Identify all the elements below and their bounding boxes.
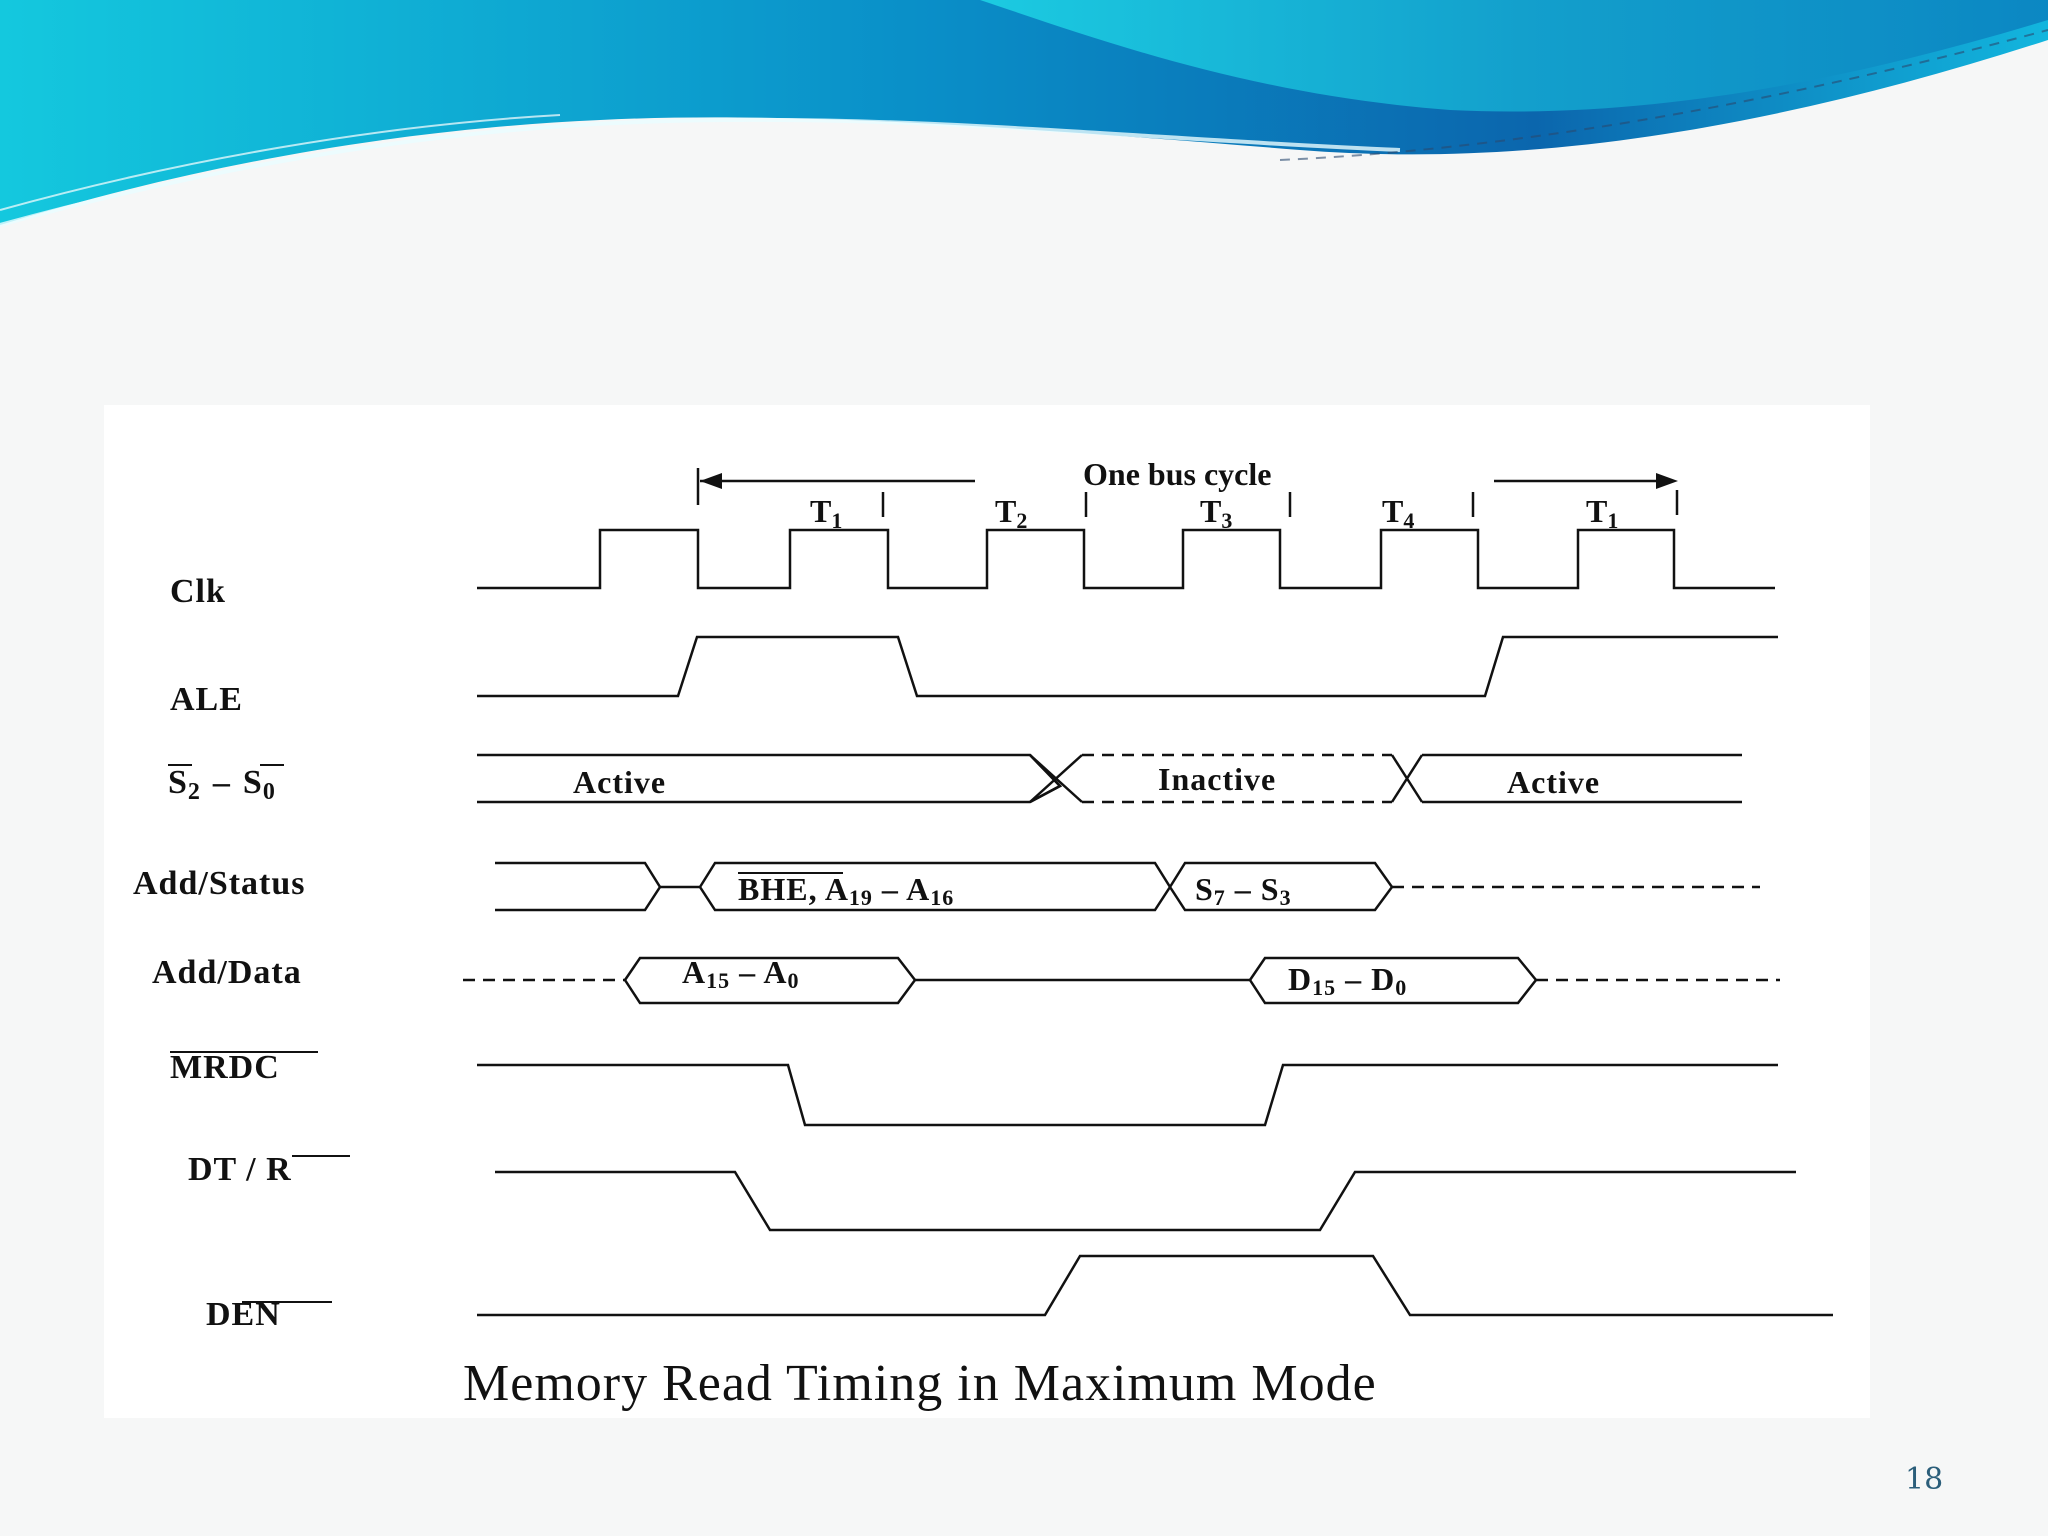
- den-waveform: [477, 1254, 1833, 1317]
- t-state-label: T3: [1200, 493, 1232, 533]
- signal-label-status: S2–S0: [168, 764, 276, 805]
- signal-label-dtr: DT / R: [188, 1151, 292, 1188]
- t-state-labels: T1 T2 T3 T4 T1: [810, 492, 1618, 533]
- add-data-segment-data: D15 – D0: [1288, 961, 1407, 1000]
- clk-waveform: [477, 528, 1775, 590]
- slide-number: 18: [1905, 1462, 1944, 1497]
- status-segment-active: Active: [573, 764, 666, 800]
- signal-label-add-status: Add/Status: [133, 865, 306, 902]
- status-segment-inactive: Inactive: [1158, 761, 1276, 797]
- dtr-waveform: [495, 1170, 1796, 1232]
- add-status-segment-s7: S7 – S3: [1195, 871, 1292, 910]
- ale-waveform: [477, 635, 1778, 698]
- signal-label-add-data: Add/Data: [152, 954, 302, 991]
- add-data-segment-address: A15 – A0: [682, 954, 799, 993]
- t-state-label: T4: [1382, 493, 1414, 533]
- signal-label-mrdc: MRDC: [170, 1049, 280, 1086]
- status-bus: Active Inactive Active: [477, 753, 1742, 804]
- diagram-caption: Memory Read Timing in Maximum Mode: [463, 1355, 1377, 1412]
- status-segment-active: Active: [1507, 764, 1600, 800]
- add-status-bus: BHE, A19 – A16 S7 – S3: [495, 861, 1760, 912]
- signal-label-clk: Clk: [170, 573, 226, 610]
- add-data-bus: A15 – A0 D15 – D0: [463, 954, 1780, 1005]
- bus-cycle-marker: One bus cycle: [696, 456, 1679, 515]
- mrdc-waveform: [477, 1063, 1778, 1127]
- signal-label-ale: ALE: [170, 681, 243, 718]
- t-state-label: T1: [810, 493, 842, 533]
- add-status-segment-bhe: BHE, A19 – A16: [738, 871, 954, 910]
- t-state-label: T2: [995, 493, 1027, 533]
- t-state-label: T1: [1586, 493, 1618, 533]
- bus-cycle-label: One bus cycle: [1083, 456, 1271, 492]
